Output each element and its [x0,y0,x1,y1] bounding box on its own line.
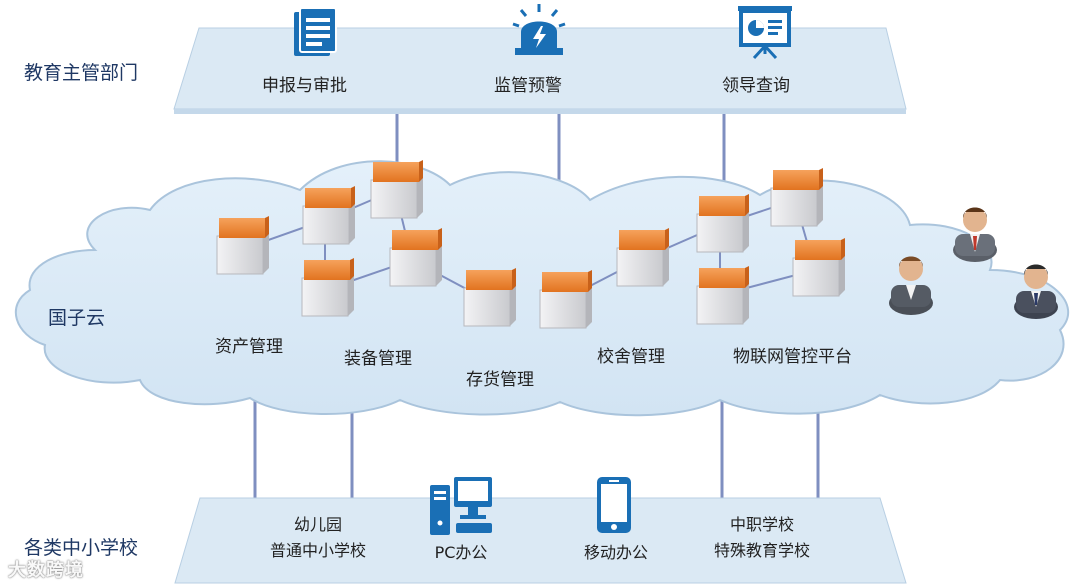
top-item-supervision-alert: 监管预警 [494,76,562,96]
bottom-platform [174,497,907,584]
server-block [301,258,354,317]
servers [216,160,845,329]
document-icon [294,7,337,56]
bottom-item-pc-office: PC办公 [434,543,488,562]
bottom-item-line: 普通中小学校 [269,541,366,560]
bottom-item-mobile-office: 移动办公 [583,543,648,562]
top-platform [173,27,907,114]
top-tier-title: 教育主管部门 [24,62,139,84]
presentation-board-icon [738,6,792,60]
cloud-module-inventory: 存货管理 [466,370,534,390]
bottom-item-line: 中职学校 [729,515,794,534]
cloud-module-asset: 资产管理 [215,337,283,357]
person-icon [1014,264,1058,319]
cloud-module-iot-platform: 物联网管控平台 [733,347,852,367]
cloud-module-campus-building: 校舍管理 [597,347,665,367]
alarm-icon [512,4,566,55]
mobile-phone-icon [597,477,631,533]
server-block [696,194,749,253]
server-block [389,228,442,287]
server-block [370,160,423,219]
server-block [463,268,516,327]
server-block [696,266,749,325]
cloud-module-equipment: 装备管理 [344,349,412,369]
server-block [792,238,845,297]
server-block [539,270,592,329]
bottom-item-line: 特殊教育学校 [713,541,810,560]
person-icon [889,256,933,315]
bottom-item-schools-special: 中职学校 特殊教育学校 [697,512,827,564]
bottom-item-line: 幼儿园 [293,515,342,534]
server-block [770,168,823,227]
top-item-leader-query: 领导查询 [722,76,790,96]
server-block [616,228,669,287]
cloud-title: 国子云 [48,307,106,329]
desktop-computer-icon [430,477,492,535]
bottom-item-schools-general: 幼儿园 普通中小学校 [248,512,388,564]
top-item-apply-approve: 申报与审批 [262,76,347,96]
person-icon [953,207,997,262]
server-block [216,216,269,275]
server-block [302,186,355,245]
watermark-logo: 大数跨境 [8,560,84,581]
bottom-tier-title: 各类中小学校 [24,537,139,559]
